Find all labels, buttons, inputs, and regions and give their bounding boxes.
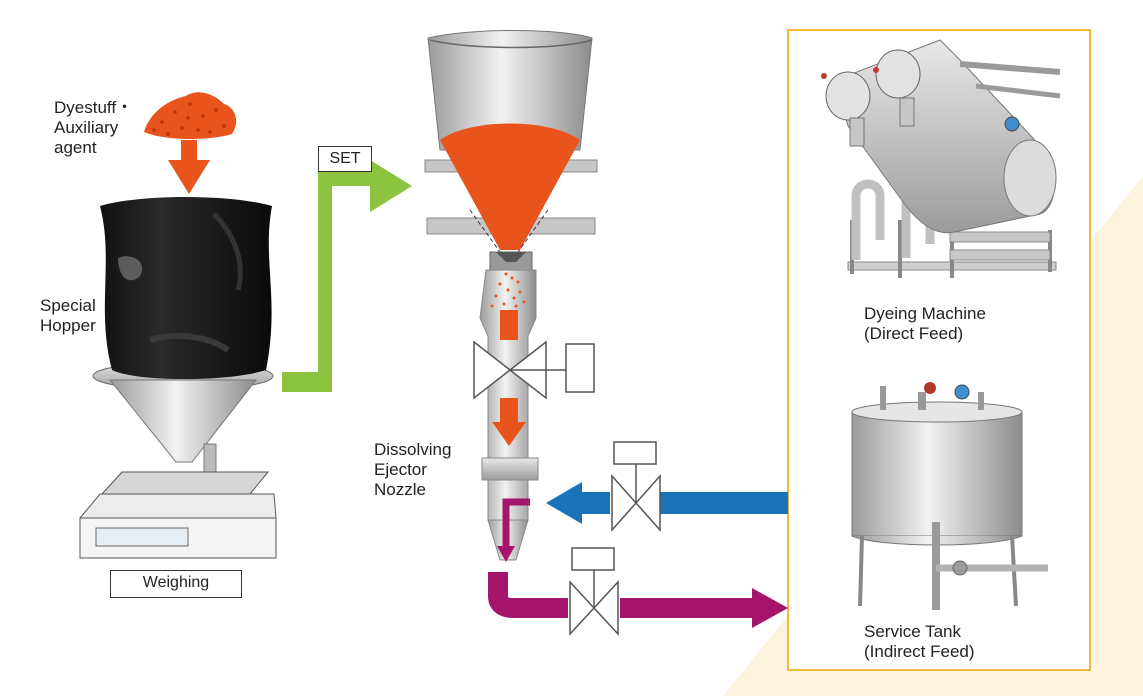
scale-icon: [78, 471, 277, 559]
cone-funnel-icon: [424, 30, 598, 561]
dyestuff-label-line1: Dyestuff・: [54, 98, 134, 117]
hopper-bag-icon: [92, 197, 274, 479]
dye-powder-icon: [144, 92, 237, 139]
weighing-label: Weighing: [110, 570, 242, 598]
service-tank-icon: [851, 382, 1048, 610]
dyestuff-label: Dyestuff・ Auxiliary agent: [54, 98, 133, 158]
set-flow-arrow: [282, 160, 412, 392]
dyestuff-label-line3: agent: [54, 138, 97, 157]
dyeing-machine-label: Dyeing Machine (Direct Feed): [864, 304, 986, 344]
ejector-label-line3: Nozzle: [374, 480, 426, 499]
dye-feed-arrow: [168, 140, 210, 194]
hopper-label-line1: Special: [40, 296, 96, 315]
service-tank-label-line1: Service Tank: [864, 622, 962, 641]
dyeing-machine-label-line1: Dyeing Machine: [864, 304, 986, 323]
service-tank-label: Service Tank (Indirect Feed): [864, 622, 975, 662]
ejector-label-line1: Dissolving: [374, 440, 452, 459]
dyeing-machine-icon: [821, 39, 1061, 278]
mixed-outlet-line: [488, 498, 788, 636]
set-label: SET: [318, 146, 372, 172]
hopper-label-line2: Hopper: [40, 316, 96, 335]
ejector-label: Dissolving Ejector Nozzle: [374, 440, 451, 500]
water-inlet-line: [546, 441, 788, 532]
valve-icon: [473, 340, 595, 400]
dyeing-machine-label-line2: (Direct Feed): [864, 324, 964, 343]
hopper-label: Special Hopper: [40, 296, 96, 336]
dyestuff-label-line2: Auxiliary: [54, 118, 119, 137]
ejector-label-line2: Ejector: [374, 460, 427, 479]
service-tank-label-line2: (Indirect Feed): [864, 642, 975, 661]
